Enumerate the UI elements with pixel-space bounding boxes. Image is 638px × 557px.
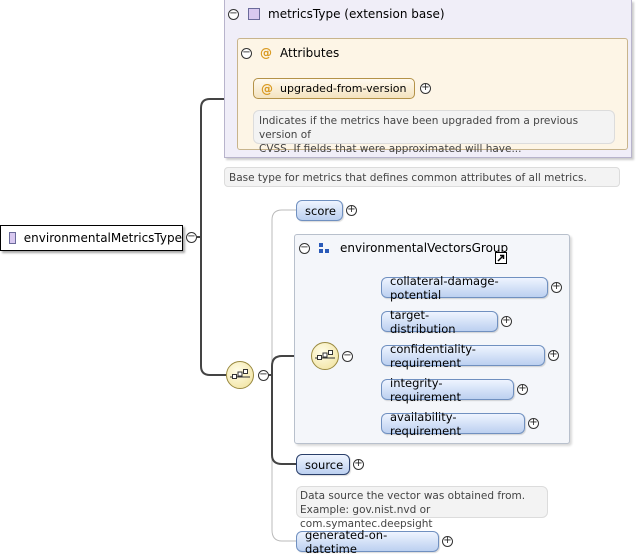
expand-icon[interactable]: +	[501, 315, 512, 327]
doc-line: Example: gov.nist.nvd or com.symantec.de…	[300, 504, 433, 530]
element-target-distribution[interactable]: target-distribution	[381, 308, 498, 336]
expand-icon[interactable]: +	[548, 349, 559, 361]
expand-icon[interactable]: +	[517, 383, 528, 395]
element-label: score	[305, 203, 336, 218]
environmental-vectors-group-panel	[294, 234, 570, 444]
sequence-compositor[interactable]	[226, 361, 254, 389]
element-score[interactable]: score	[296, 200, 343, 221]
element-label: collateral-damage-potential	[390, 273, 499, 302]
attribute-upgraded-from-version[interactable]: @ upgraded-from-version	[253, 78, 415, 99]
element-generated-on-datetime[interactable]: generated-on-datetime	[296, 528, 439, 556]
expand-icon[interactable]: +	[442, 535, 453, 547]
complex-type-icon	[9, 232, 16, 244]
element-source[interactable]: source	[296, 454, 350, 475]
expand-icon[interactable]: +	[420, 82, 431, 94]
extension-base-label: metricsType (extension base)	[268, 7, 445, 21]
collapse-icon[interactable]: −	[258, 369, 269, 381]
attribute-documentation: Indicates if the metrics have been upgra…	[253, 110, 615, 155]
group-header: − environmentalVectorsGroup	[299, 240, 508, 256]
doc-line: Indicates if the metrics have been upgra…	[259, 115, 579, 141]
root-type-label: environmentalMetricsType	[23, 231, 182, 245]
sequence-compositor-icon	[230, 369, 250, 379]
element-label: availability-requirement	[390, 409, 461, 438]
link-arrow-icon[interactable]	[495, 252, 507, 264]
group-label: environmentalVectorsGroup	[340, 241, 509, 255]
element-label: generated-on-datetime	[305, 527, 388, 556]
complex-type-icon	[248, 8, 260, 20]
extension-header: − metricsType (extension base)	[228, 5, 445, 23]
collapse-icon[interactable]: −	[299, 241, 310, 254]
element-collateral-damage-potential[interactable]: collateral-damage-potential	[381, 274, 548, 302]
doc-line: CVSS. If fields that were approximated w…	[259, 143, 522, 155]
expand-icon[interactable]: +	[551, 281, 562, 293]
attribute-name: upgraded-from-version	[280, 82, 407, 95]
element-label: confidentiality-requirement	[390, 341, 476, 370]
expand-icon[interactable]: +	[353, 458, 364, 470]
root-type-environmentalMetricsType[interactable]: environmentalMetricsType	[0, 225, 183, 251]
group-icon	[318, 242, 330, 254]
sequence-compositor[interactable]	[311, 342, 339, 370]
attributes-label: Attributes	[280, 46, 340, 60]
sequence-compositor-icon	[315, 350, 335, 360]
doc-line: Data source the vector was obtained from…	[300, 490, 526, 502]
collapse-icon[interactable]: −	[342, 350, 353, 362]
element-label: target-distribution	[390, 307, 456, 336]
element-availability-requirement[interactable]: availability-requirement	[381, 410, 525, 438]
collapse-icon[interactable]: −	[186, 231, 197, 243]
collapse-icon[interactable]: −	[241, 46, 252, 59]
at-sign-icon: @	[261, 81, 273, 96]
element-label: integrity-requirement	[390, 375, 461, 404]
doc-line: Base type for metrics that defines commo…	[229, 172, 587, 184]
expand-icon[interactable]: +	[528, 417, 539, 429]
expand-icon[interactable]: +	[346, 204, 357, 216]
at-sign-icon: @	[260, 46, 272, 60]
attributes-header: − @ Attributes	[241, 44, 339, 62]
extension-documentation: Base type for metrics that defines commo…	[224, 167, 620, 187]
element-confidentiality-requirement[interactable]: confidentiality-requirement	[381, 342, 545, 370]
element-integrity-requirement[interactable]: integrity-requirement	[381, 376, 514, 404]
source-documentation: Data source the vector was obtained from…	[296, 486, 548, 530]
element-label: source	[305, 457, 344, 472]
collapse-icon[interactable]: −	[228, 7, 239, 20]
